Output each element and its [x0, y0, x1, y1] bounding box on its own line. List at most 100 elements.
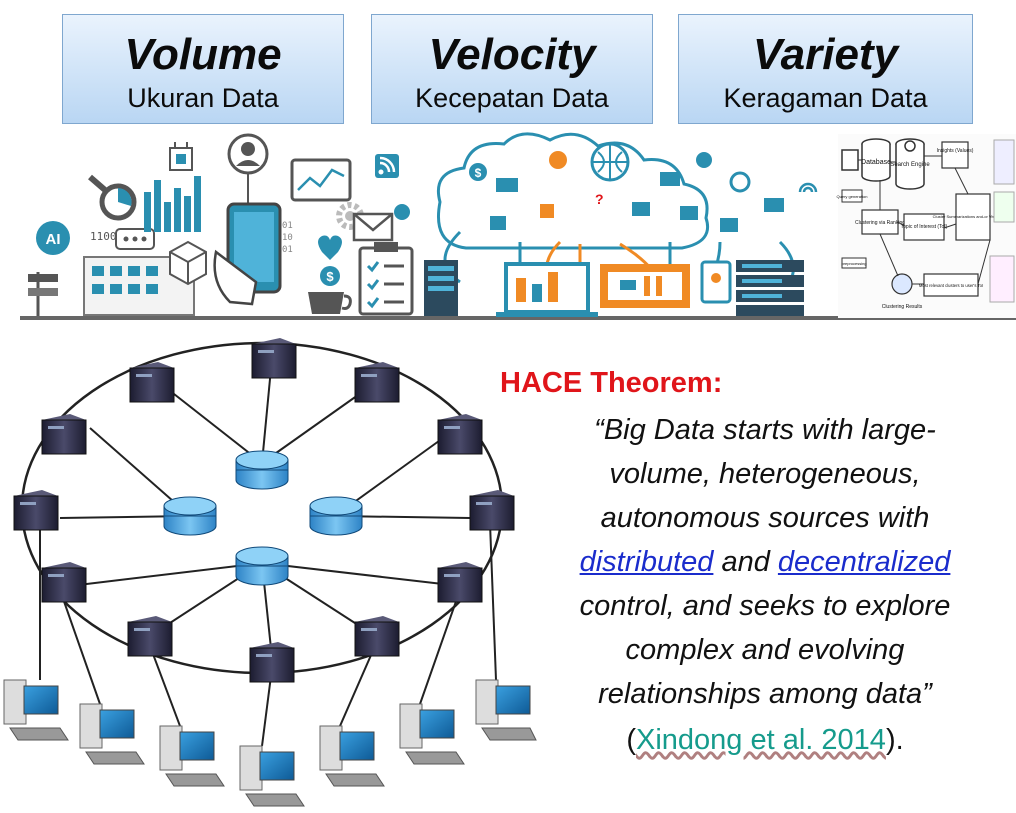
server-node-upper-left — [129, 362, 175, 403]
server-node-lower-right — [354, 616, 400, 657]
cube-icon — [169, 240, 207, 286]
ai-icon: AI — [36, 221, 70, 255]
server-node-upper-right — [354, 362, 400, 403]
smartphone-icon — [213, 202, 282, 306]
client-pc-6 — [399, 703, 465, 765]
most-relevant-label: Most relevant clusters to user's ToI — [919, 283, 983, 288]
chat-bubble-icon — [115, 228, 155, 250]
person-avatar-icon — [227, 133, 269, 204]
citation-link[interactable]: Xindong et al. 2014 — [636, 724, 886, 756]
cloud-icons: $ ? — [469, 142, 818, 232]
query-generation-label: Query generation — [837, 194, 868, 199]
database-node-right — [309, 496, 363, 536]
rss-icon — [375, 154, 399, 178]
velocity-title: Velocity — [428, 30, 596, 79]
big-data-illustration-banner: AI 11001 — [20, 132, 1016, 320]
preprocessing-label: preprocessing — [841, 261, 866, 266]
cloud-shape — [437, 132, 709, 250]
citation-close: ). — [885, 724, 904, 756]
chip-icon — [169, 142, 193, 171]
decentralized-link[interactable]: decentralized — [777, 546, 951, 578]
server-node-bottom — [249, 642, 295, 683]
building-icon — [83, 256, 195, 316]
client-pc-4 — [239, 745, 305, 807]
server-node-lower-left — [127, 616, 173, 657]
quote-line-2: volume, heterogeneous, — [609, 458, 921, 490]
signpost-icon — [28, 272, 58, 316]
search-engine-label: Search Engine — [890, 162, 930, 168]
variety-clustering-diagram: Database Search Engine Insights (Values)… — [837, 134, 1016, 318]
and-text: and — [713, 546, 778, 578]
svg-text:?: ? — [595, 191, 604, 207]
citation: (Xindong et al. 2014). — [520, 718, 1010, 762]
distributed-link[interactable]: distributed — [579, 546, 714, 578]
cluster-summarization-node: Cluster Summarizations and-or Visualizat… — [933, 193, 1014, 241]
spoke-connections — [59, 357, 471, 659]
money-heart-icon: $ — [318, 235, 342, 286]
search-engine-node: Search Engine — [890, 138, 930, 190]
clustering-results-label: Clustering Results — [882, 304, 923, 310]
variety-subtitle: Keragaman Data — [723, 83, 928, 113]
hace-quote: “Big Data starts with large- volume, het… — [520, 408, 1010, 716]
clustering-ranking-node: Clustering via Ranking — [855, 209, 905, 235]
client-drop-lines — [39, 522, 497, 747]
volume-subtitle: Ukuran Data — [127, 83, 279, 113]
topic-of-interest-node: Topic of Interest (ToI) — [901, 213, 948, 241]
server-rack-left — [424, 260, 458, 316]
clustering-ranking-label: Clustering via Ranking — [855, 220, 905, 226]
client-pc-7 — [475, 679, 537, 741]
cluster-summary-label: Cluster Summarizations and-or Visualizat… — [933, 214, 1014, 219]
quote-line-5: control, and seeks to explore — [579, 590, 951, 622]
insights-node: Insights (Values) — [937, 141, 974, 169]
server-node-left-upper — [41, 414, 87, 455]
topic-interest-label: Topic of Interest (ToI) — [901, 224, 948, 230]
documents-icon — [841, 149, 859, 171]
client-pc-2 — [79, 703, 145, 765]
volume-title: Volume — [124, 30, 282, 79]
svg-text:$: $ — [475, 166, 482, 180]
server-stack-right — [736, 260, 804, 316]
ai-icon-label: AI — [46, 231, 61, 248]
dashboard-tablet-icon — [290, 158, 352, 202]
variety-box: Variety Keragaman Data — [678, 14, 973, 124]
binary-text: 11001 — [90, 230, 123, 243]
client-pc-5 — [319, 725, 385, 787]
ring-connection — [20, 341, 504, 675]
clustering-results-node: Clustering Results — [882, 273, 923, 310]
server-node-right-lower — [437, 562, 483, 603]
magnifier-icon — [88, 174, 137, 221]
quote-line-7: relationships among data” — [598, 678, 932, 710]
envelope-icon — [352, 204, 410, 242]
insights-label: Insights (Values) — [937, 148, 974, 154]
velocity-illustration: $ ? — [424, 132, 818, 317]
volume-box: Volume Ukuran Data — [62, 14, 344, 124]
small-device-icon — [700, 260, 732, 304]
server-node-left — [13, 490, 59, 531]
server-node-top — [251, 338, 297, 379]
server-node-right — [469, 490, 515, 531]
database-label: Database — [861, 159, 891, 166]
quote-line-6: complex and evolving — [625, 634, 905, 666]
database-node-left — [163, 496, 217, 536]
most-relevant-clusters-node: Most relevant clusters to user's ToI — [919, 273, 983, 297]
quote-line-3: autonomous sources with — [600, 502, 930, 534]
checklist-clipboard-icon — [358, 242, 414, 316]
velocity-subtitle: Kecepatan Data — [415, 83, 609, 113]
database-node: Database — [861, 138, 891, 182]
bar-chart-icon — [144, 176, 201, 232]
client-pc-1 — [3, 679, 69, 741]
coffee-cup-icon — [308, 292, 352, 314]
hace-theorem-title: HACE Theorem: — [500, 367, 723, 399]
volume-illustration: AI 11001 — [28, 133, 414, 316]
svg-text:01: 01 — [282, 221, 293, 231]
svg-text:$: $ — [326, 269, 334, 284]
variety-title: Variety — [752, 30, 899, 79]
orange-data-panel — [600, 264, 690, 308]
server-node-left-lower — [41, 562, 87, 603]
database-node-bottom — [235, 546, 289, 586]
database-node-top — [235, 450, 289, 490]
citation-open: ( — [626, 724, 636, 756]
velocity-box: Velocity Kecepatan Data — [371, 14, 653, 124]
quote-line-1: “Big Data starts with large- — [594, 414, 936, 446]
